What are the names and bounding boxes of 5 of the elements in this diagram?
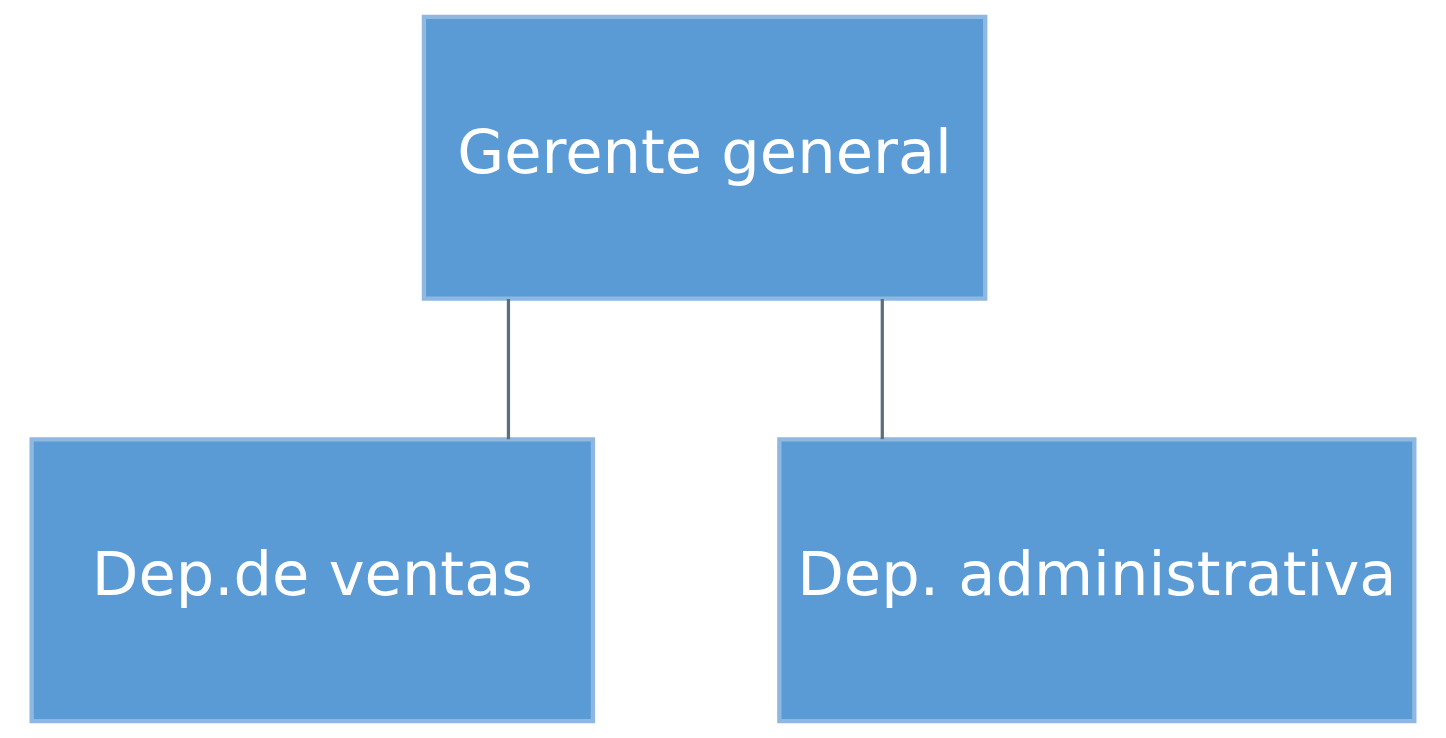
node-box: Dep. administrativa bbox=[777, 437, 1417, 724]
node-box: Dep.de ventas bbox=[29, 437, 596, 724]
connector bbox=[880, 299, 884, 440]
connector bbox=[506, 299, 511, 440]
node-box: Gerente general bbox=[421, 14, 988, 301]
